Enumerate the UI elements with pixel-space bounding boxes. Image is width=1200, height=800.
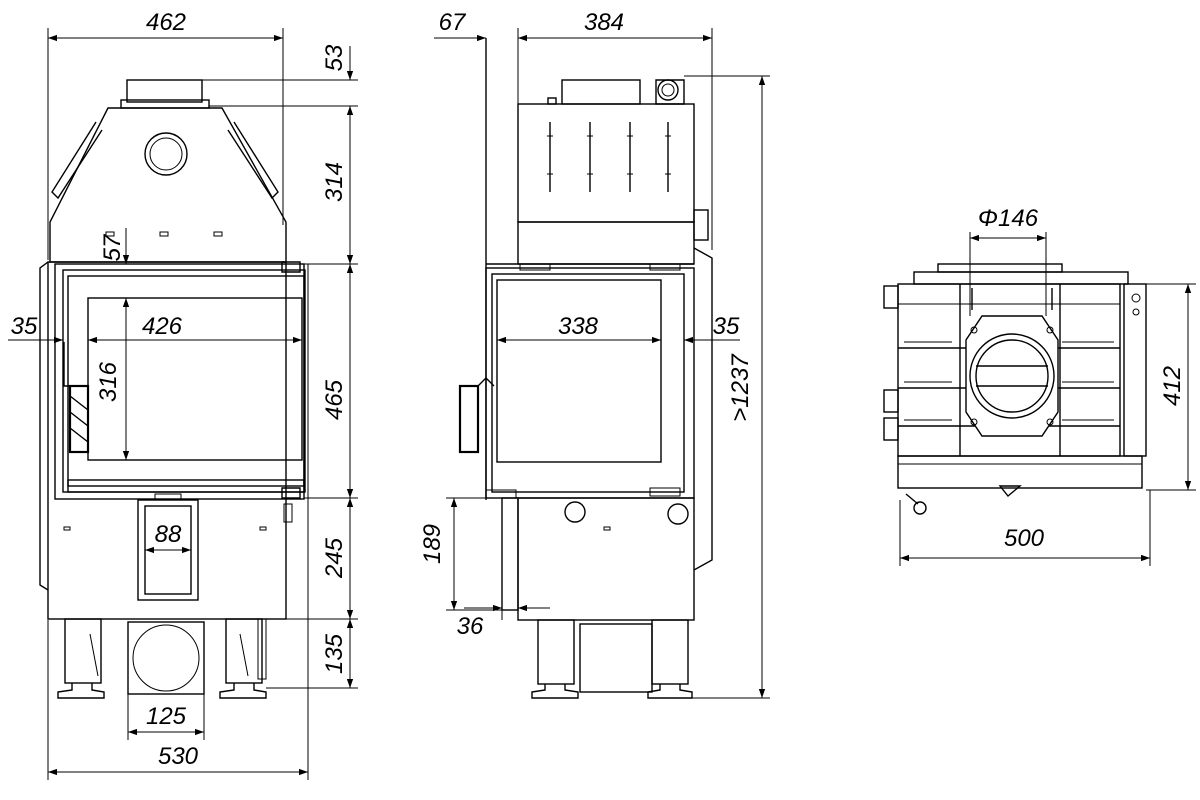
dim-flue-height: 53	[321, 44, 348, 71]
dim-rear-offset: 67	[439, 9, 467, 36]
dim-side-margin: 35	[713, 313, 740, 340]
dim-leg-height: 135	[321, 633, 348, 674]
dim-glass-depth: 338	[558, 313, 599, 340]
dim-base-height: 245	[321, 537, 348, 579]
dim-top-width: 462	[146, 9, 186, 36]
dim-total-height: >1237	[727, 353, 754, 422]
dim-hood-height: 314	[321, 162, 348, 202]
dim-glass-top-offset: 57	[99, 233, 126, 261]
side-dimensions	[434, 28, 770, 699]
top-view	[883, 263, 1147, 515]
front-dimensions	[8, 28, 358, 780]
dim-grate-width: 88	[155, 521, 182, 548]
dimension-labels: 462 53 314 57 35 426 316 465 88 245 135 …	[11, 9, 1186, 770]
side-view	[458, 38, 713, 699]
dim-flue-diameter: Φ146	[978, 205, 1039, 232]
dim-front-side-margin: 35	[11, 313, 38, 340]
front-view	[39, 79, 306, 699]
top-dimensions	[899, 232, 1196, 566]
dim-glass-width: 426	[142, 313, 183, 340]
dim-depth: 384	[584, 9, 624, 36]
dim-top-width-500: 500	[1004, 525, 1045, 552]
dim-inlet-offset: 36	[457, 613, 484, 640]
dim-door-height: 465	[321, 379, 348, 420]
dim-inlet-width: 125	[146, 703, 187, 730]
dim-inlet-height: 189	[419, 524, 446, 564]
dim-glass-height: 316	[95, 361, 122, 402]
dim-top-depth: 412	[1159, 366, 1186, 406]
dim-total-width: 530	[158, 743, 199, 770]
